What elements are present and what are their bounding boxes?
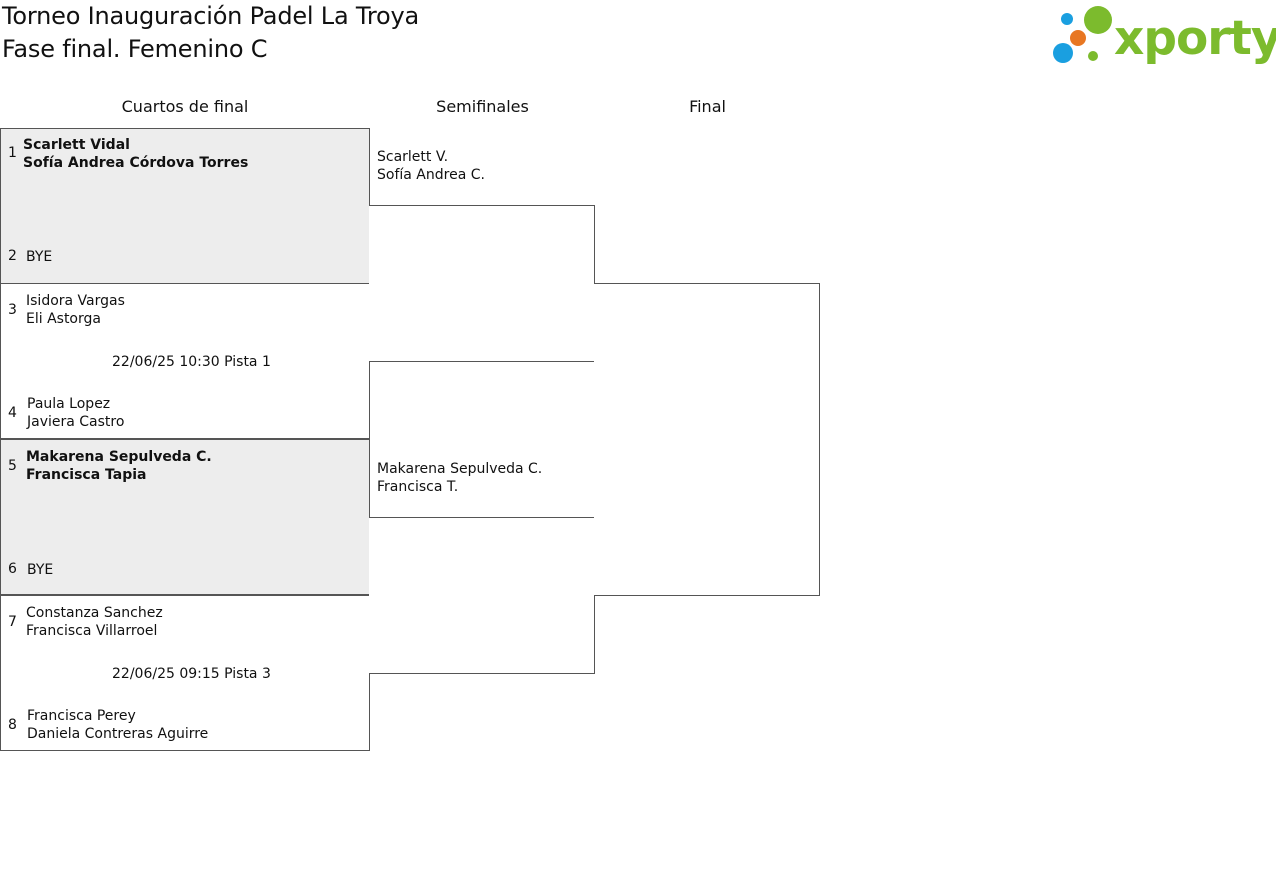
player-name: Isidora Vargas <box>26 293 125 309</box>
player-name: Makarena Sepulveda C. <box>26 449 212 465</box>
xporty-logo: xporty <box>1053 6 1276 66</box>
player-name: Constanza Sanchez <box>26 605 163 621</box>
round-header-semifinals: Semifinales <box>436 97 529 116</box>
seed-number: 7 <box>8 614 17 630</box>
player-name: Francisca Villarroel <box>26 623 158 639</box>
seed-number: 8 <box>8 717 17 733</box>
seed-number: 6 <box>8 561 17 577</box>
match-box-qf2: 3 Isidora Vargas Eli Astorga 22/06/25 10… <box>0 283 370 439</box>
page-subtitle: Fase final. Femenino C <box>2 35 268 63</box>
player-name: BYE <box>27 562 54 578</box>
semifinal-player: Makarena Sepulveda C. <box>377 461 543 477</box>
final-connector <box>594 283 820 596</box>
player-name: Scarlett Vidal <box>23 137 130 153</box>
round-header-quarterfinals: Cuartos de final <box>121 97 249 116</box>
seed-number: 4 <box>8 405 17 421</box>
seed-number: 5 <box>8 458 17 474</box>
seed-number: 3 <box>8 302 17 318</box>
player-name: Paula Lopez <box>27 396 111 412</box>
match-box-qf1: 1 Scarlett Vidal Sofía Andrea Córdova To… <box>0 128 370 284</box>
player-name: Javiera Castro <box>27 414 125 430</box>
match-box-qf4: 7 Constanza Sanchez Francisca Villarroel… <box>0 595 370 751</box>
player-name: Daniela Contreras Aguirre <box>27 726 209 742</box>
semifinal-player: Sofía Andrea C. <box>377 167 485 183</box>
page-title: Torneo Inauguración Padel La Troya <box>2 2 419 30</box>
seed-number: 1 <box>8 145 17 161</box>
semifinal-connector-1 <box>369 205 595 362</box>
player-name: Francisca Tapia <box>26 467 147 483</box>
seed-number: 2 <box>8 248 17 264</box>
player-name: Eli Astorga <box>26 311 101 327</box>
player-name: Sofía Andrea Córdova Torres <box>23 155 249 171</box>
match-box-qf3: 5 Makarena Sepulveda C. Francisca Tapia … <box>0 439 370 595</box>
semifinal-connector-2 <box>369 517 595 674</box>
round-header-final: Final <box>689 97 726 116</box>
player-name: BYE <box>26 249 53 265</box>
match-schedule: 22/06/25 10:30 Pista 1 <box>112 354 271 370</box>
match-schedule: 22/06/25 09:15 Pista 3 <box>112 666 271 682</box>
svg-text:xporty: xporty <box>1114 11 1276 66</box>
player-name: Francisca Perey <box>27 708 136 724</box>
semifinal-player: Francisca T. <box>377 479 459 495</box>
semifinal-player: Scarlett V. <box>377 149 449 165</box>
